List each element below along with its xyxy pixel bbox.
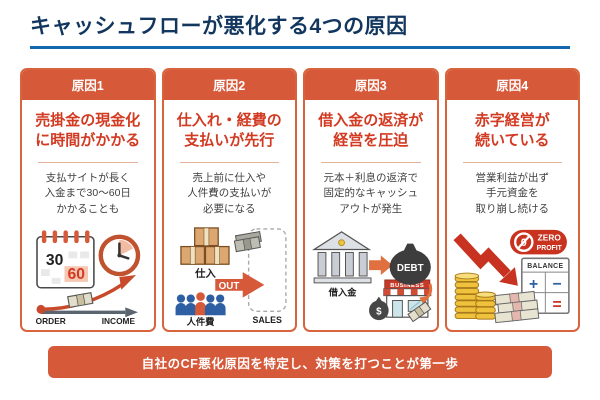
page-title: キャッシュフローが悪化する4つの原因: [30, 15, 408, 38]
desc-line: 入金まで30〜60日: [44, 187, 131, 200]
desc-line: 手元資金を: [486, 187, 539, 200]
desc-line: 売上前に仕入や: [192, 171, 267, 184]
cause-4-description: 営業利益が出ず 手元資金を 取り崩し続ける: [447, 171, 579, 218]
calendar-clock-illustration: 30 60: [35, 230, 140, 326]
cause-4-title: 赤字経営が 続いている: [447, 111, 579, 152]
dollar-label: $: [376, 306, 382, 317]
desc-line: 取り崩し続ける: [475, 203, 550, 215]
desc-line: かかることも: [56, 203, 120, 215]
cause-card-1: 原因1 売掛金の現金化 に時間がかかる 支払サイトが長く 入金まで30〜60日 …: [20, 68, 156, 332]
zero-word-label: ZERO: [538, 233, 562, 243]
coin-stacks-icon: [454, 272, 497, 320]
desc-line: 人件費の支払いが: [187, 187, 272, 200]
people-icons: [175, 292, 226, 316]
cause-4-illustration: 0 ZERO PROFIT BALANCE + − − =: [447, 225, 579, 330]
divider: [321, 161, 421, 163]
cause-1-title-line2: に時間がかかる: [35, 132, 141, 150]
money-bundle-icon: [234, 231, 263, 253]
minus-symbol-blue: −: [553, 276, 562, 293]
cause-3-title: 借入金の返済が 経営を圧迫: [305, 111, 437, 152]
cash-out-arrow: [407, 283, 432, 323]
footer-banner: 自社のCF悪化原因を特定し、対策を打つことが第一歩: [48, 346, 552, 378]
clock-icon: [98, 234, 140, 277]
kariirekin-label: 借入金: [327, 287, 357, 298]
debt-label: DEBT: [397, 263, 424, 274]
divider: [38, 161, 138, 163]
loan-arrow: [368, 255, 393, 276]
calendar-icon: 30 60: [35, 230, 95, 289]
bank-icon: [311, 231, 372, 284]
cardboard-boxes-icon: [180, 227, 230, 265]
calendar-day-30: 30: [46, 252, 64, 269]
cause-1-title: 売掛金の現金化 に時間がかかる: [22, 111, 154, 152]
cause-3-illustration: 借入金 BUSINESS: [305, 225, 437, 330]
desc-line: 必要になる: [203, 203, 256, 215]
divider: [462, 161, 562, 163]
deficit-illustration: 0 ZERO PROFIT BALANCE + − − =: [453, 229, 570, 324]
cause-card-2: 原因2 仕入れ・経費の 支払いが先行 売上前に仕入や 人件費の支払いが 必要にな…: [161, 68, 297, 332]
cash-pile-icon: [494, 290, 540, 324]
cause-4-title-line2: 続いている: [474, 132, 550, 150]
out-arrow: OUT: [215, 272, 265, 298]
divider: [179, 161, 279, 163]
money-bundle-icon: [66, 291, 94, 309]
cause-4-badge: 原因4: [446, 70, 578, 100]
page-header: キャッシュフローが悪化する4つの原因: [30, 14, 570, 50]
decline-arrow: [453, 233, 519, 286]
desc-line: 元本＋利息の返済で: [323, 171, 419, 184]
order-label: ORDER: [35, 316, 65, 326]
shiire-label: 仕入: [194, 267, 216, 280]
jinkenhi-label: 人件費: [187, 316, 216, 327]
cause-1-illustration: 30 60: [22, 225, 154, 330]
cause-cards-row: 原因1 売掛金の現金化 に時間がかかる 支払サイトが長く 入金まで30〜60日 …: [20, 68, 580, 332]
out-label: OUT: [219, 281, 240, 292]
desc-line: 固定的なキャッシュ: [323, 187, 419, 200]
cause-3-title-line1: 借入金の返済が: [318, 112, 424, 129]
title-underline: [30, 46, 570, 50]
plus-symbol: +: [529, 276, 538, 293]
cause-2-description: 売上前に仕入や 人件費の支払いが 必要になる: [164, 171, 296, 218]
debt-bag-icon: DEBT: [389, 243, 431, 285]
cause-2-illustration: 仕入 OUT 人件費 SALES: [164, 225, 296, 330]
sales-label: SALES: [253, 315, 283, 325]
cause-2-title-line2: 支払いが先行: [184, 132, 275, 150]
profit-word-label: PROFIT: [537, 245, 563, 252]
desc-line: アウトが発生: [339, 203, 403, 215]
dollar-bag-icon: $: [368, 296, 389, 321]
cause-card-3: 原因3 借入金の返済が 経営を圧迫 元本＋利息の返済で 固定的なキャッシュ アウ…: [303, 68, 439, 332]
equals-symbol: =: [553, 296, 562, 313]
calendar-day-60: 60: [67, 266, 85, 283]
desc-line: 支払サイトが長く: [45, 171, 130, 184]
cause-3-badge: 原因3: [305, 70, 437, 100]
bank-debt-illustration: 借入金 BUSINESS: [311, 231, 432, 323]
cause-2-title: 仕入れ・経費の 支払いが先行: [164, 111, 296, 152]
cause-3-description: 元本＋利息の返済で 固定的なキャッシュ アウトが発生: [305, 171, 437, 218]
cause-1-badge: 原因1: [22, 70, 154, 100]
purchases-out-illustration: 仕入 OUT 人件費 SALES: [175, 227, 287, 327]
desc-line: 営業利益が出ず: [475, 171, 550, 184]
income-label: INCOME: [101, 316, 135, 326]
cause-4-title-line1: 赤字経営が: [474, 112, 550, 129]
cause-3-title-line2: 経営を圧迫: [333, 132, 409, 150]
cause-2-title-line1: 仕入れ・経費の: [176, 112, 282, 129]
cause-card-4: 原因4 赤字経営が 続いている 営業利益が出ず 手元資金を 取り崩し続ける: [444, 68, 580, 332]
cause-1-title-line1: 売掛金の現金化: [35, 112, 141, 129]
zero-profit-badge: 0 ZERO PROFIT: [510, 229, 568, 255]
business-label: BUSINESS: [390, 283, 424, 289]
balance-label: BALANCE: [527, 263, 563, 270]
cause-2-badge: 原因2: [163, 70, 295, 100]
cause-1-description: 支払サイトが長く 入金まで30〜60日 かかることも: [22, 171, 154, 218]
sales-dashed-box: [248, 228, 287, 312]
